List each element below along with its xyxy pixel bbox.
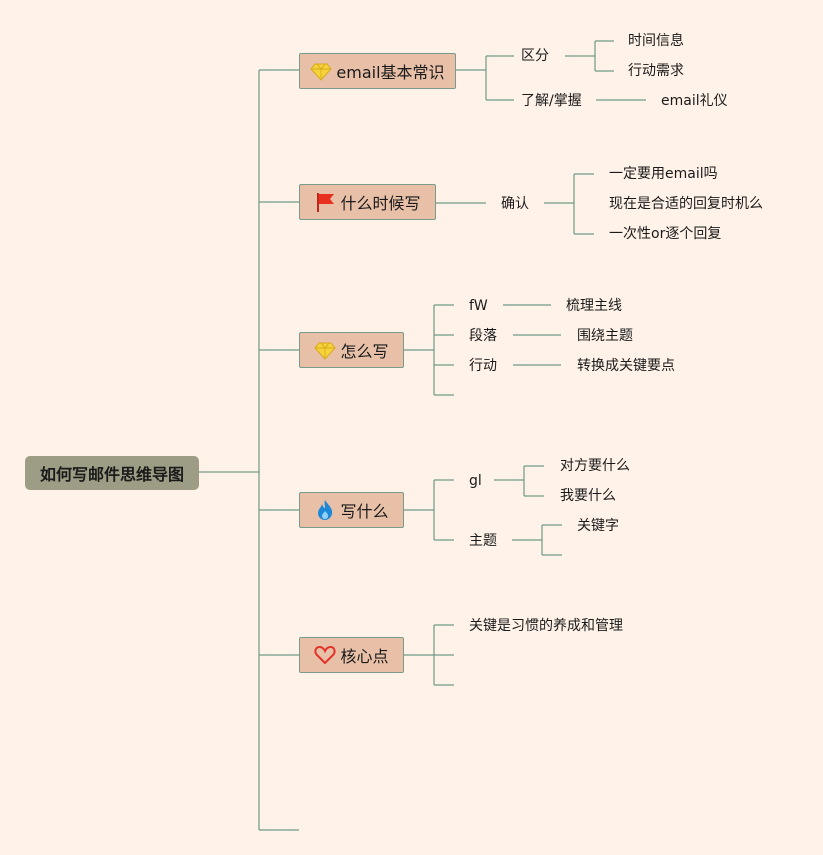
subtopic-main-line[interactable]: 梳理主线 <box>566 298 622 314</box>
topic-understand[interactable]: 了解/掌握 <box>521 93 582 109</box>
subtopic-keywords[interactable]: 关键字 <box>577 518 619 534</box>
subtopic-key-points[interactable]: 转换成关键要点 <box>577 358 675 374</box>
topic-confirm[interactable]: 确认 <box>501 196 529 212</box>
branch-node-what-to-write[interactable]: 写什么 <box>299 492 404 528</box>
topic-fw[interactable]: fW <box>469 298 488 314</box>
topic-distinguish[interactable]: 区分 <box>521 48 549 64</box>
root-node[interactable]: 如何写邮件思维导图 <box>25 456 199 490</box>
topic-habit[interactable]: 关键是习惯的养成和管理 <box>469 618 623 634</box>
red-flag-icon <box>314 191 336 213</box>
branch-label: 核心点 <box>340 647 389 666</box>
branch-label: 写什么 <box>340 502 389 521</box>
subtopic-must-use-email[interactable]: 一定要用email吗 <box>609 166 718 182</box>
subtopic-action-needs[interactable]: 行动需求 <box>628 63 684 79</box>
subtopic-what-i-want[interactable]: 我要什么 <box>560 488 616 504</box>
diamond-icon <box>310 60 333 82</box>
branch-node-when-to-write[interactable]: 什么时候写 <box>299 184 436 220</box>
topic-subject[interactable]: 主题 <box>469 533 497 549</box>
branch-label: email基本常识 <box>336 63 445 82</box>
subtopic-what-they-want[interactable]: 对方要什么 <box>560 458 630 474</box>
branch-label: 什么时候写 <box>340 194 421 213</box>
subtopic-around-theme[interactable]: 围绕主题 <box>577 328 633 344</box>
branch-node-key-points[interactable]: 核心点 <box>299 637 404 673</box>
topic-gl[interactable]: gl <box>469 473 482 489</box>
root-node-label: 如何写邮件思维导图 <box>39 465 184 484</box>
topic-paragraph[interactable]: 段落 <box>469 328 497 344</box>
subtopic-right-time[interactable]: 现在是合适的回复时机么 <box>609 196 763 212</box>
topic-action[interactable]: 行动 <box>469 358 497 374</box>
branch-label: 怎么写 <box>340 342 389 361</box>
branch-node-email-basics[interactable]: email基本常识 <box>299 53 456 89</box>
fire-icon <box>314 499 336 521</box>
diamond-icon <box>314 339 337 361</box>
subtopic-email-etiquette[interactable]: email礼仪 <box>661 93 728 109</box>
heart-icon <box>314 644 337 666</box>
branch-node-how-to-write[interactable]: 怎么写 <box>299 332 404 368</box>
subtopic-reply-once[interactable]: 一次性or逐个回复 <box>609 226 722 242</box>
subtopic-time-info[interactable]: 时间信息 <box>628 33 684 49</box>
